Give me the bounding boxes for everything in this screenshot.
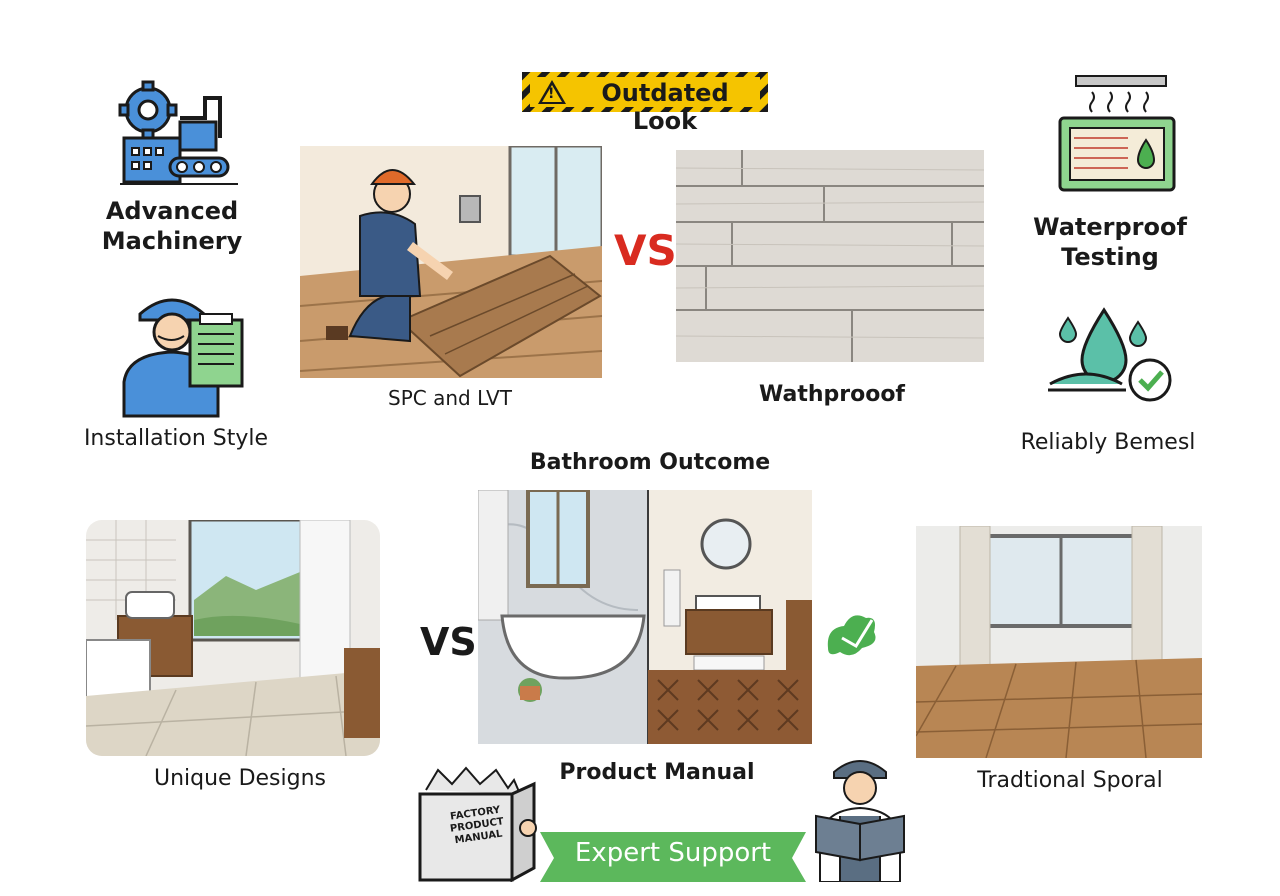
factory-manual-box-icon: FACTORY PRODUCT MANUAL: [416, 764, 542, 882]
worker-clipboard-icon: [118, 286, 248, 418]
expert-support-ribbon[interactable]: Expert Support: [540, 826, 806, 884]
worker-reading-manual-icon: [810, 746, 910, 882]
product-manual-caption: Product Manual: [559, 760, 755, 785]
expert-support-label: Expert Support: [574, 838, 772, 868]
hazard-stripe-background: [522, 72, 768, 112]
spc-lvt-caption: SPC and LVT: [388, 386, 512, 410]
advanced-machinery-label: Advanced Machinery: [101, 197, 243, 255]
machinery-icon: [110, 78, 240, 188]
outdated-look-banner: ! Outdated Look: [522, 72, 768, 135]
water-drop-check-icon: [1046, 304, 1176, 404]
waterproof-planks-photo: [676, 150, 984, 362]
reliably-label: Reliably Bemesl: [1020, 430, 1196, 455]
traditional-caption: Tradtional Sporal: [977, 768, 1163, 793]
top-vs-label: VS: [614, 226, 677, 275]
installation-style-label: Installation Style: [83, 426, 269, 451]
banner-label: Outdated Look: [601, 79, 729, 135]
spc-lvt-installation-photo: [300, 146, 602, 378]
warning-icon: !: [548, 86, 555, 102]
bottom-vs-label: VS: [420, 620, 477, 664]
waterproof-test-icon: [1056, 74, 1180, 194]
bathroom-outcome-title: Bathroom Outcome: [529, 450, 771, 475]
waterproof-testing-label: Waterproof Testing: [1033, 213, 1187, 271]
bathroom-outcome-split-photo: [478, 490, 812, 744]
waterproof-caption: Wathprooof: [758, 382, 906, 407]
traditional-floor-photo: [916, 526, 1202, 758]
unique-designs-bathroom-photo: [86, 520, 380, 756]
unique-designs-caption: Unique Designs: [153, 766, 326, 791]
green-splash-icon: [822, 608, 882, 660]
